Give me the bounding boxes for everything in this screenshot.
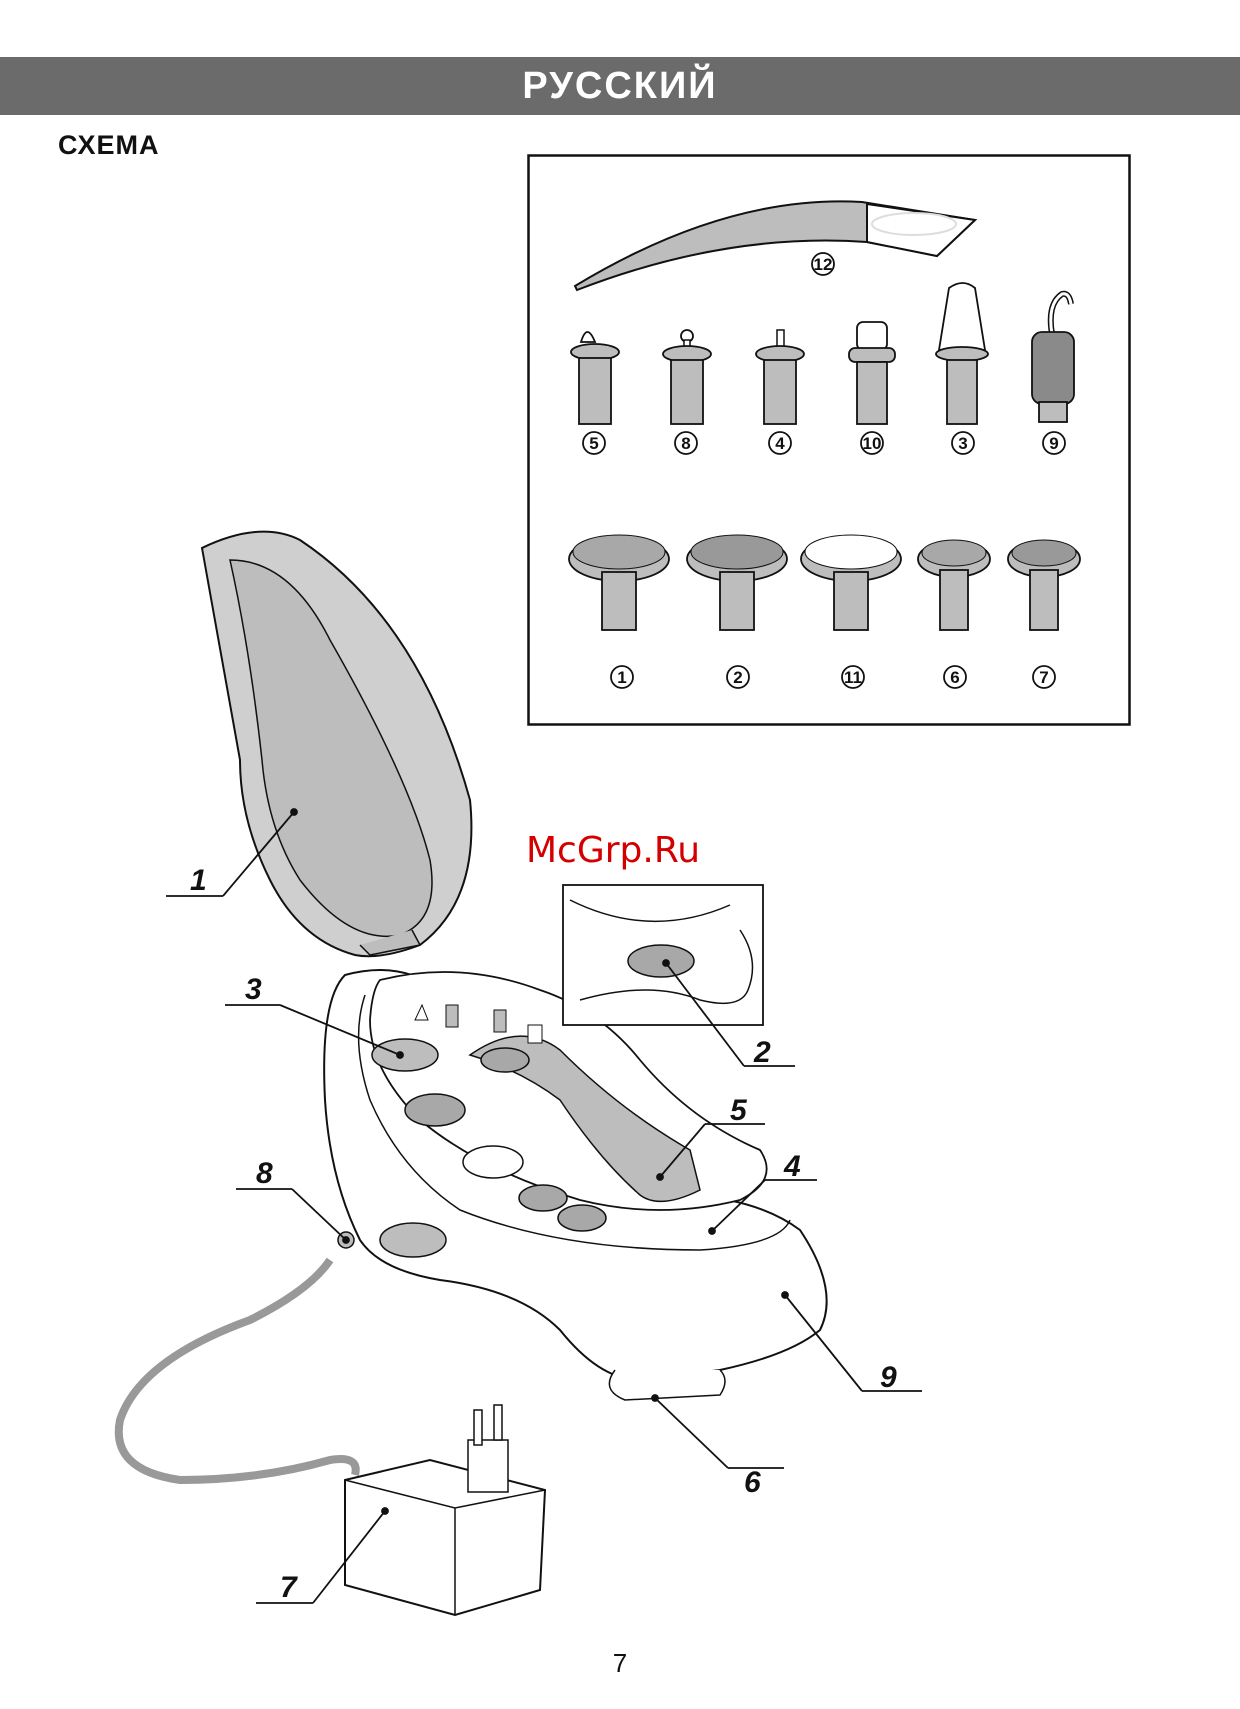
- callout-4: 4: [783, 1150, 801, 1183]
- callout-7: 7: [280, 1571, 298, 1604]
- attachment-label-12: 12: [814, 255, 833, 274]
- attachment-label-8: 8: [681, 434, 690, 453]
- power-adapter: [345, 1405, 545, 1615]
- switch-detail-inset: [563, 885, 763, 1025]
- attachment-label-10: 10: [863, 434, 882, 453]
- callout-8: 8: [256, 1157, 273, 1190]
- device-illustration: 1 3 8 7 6 9 2 5 4: [0, 520, 1240, 1620]
- callout-2: 2: [753, 1036, 771, 1069]
- header-title: РУССКИЙ: [522, 65, 717, 108]
- attachment-label-5: 5: [589, 434, 598, 453]
- device-base: [324, 970, 827, 1400]
- attachment-label-3: 3: [958, 434, 967, 453]
- device-lid: [202, 532, 471, 957]
- attachment-label-9: 9: [1049, 434, 1058, 453]
- callout-5: 5: [730, 1094, 748, 1127]
- callout-9: 9: [880, 1361, 897, 1394]
- power-cord: [119, 1260, 356, 1480]
- callout-1: 1: [190, 864, 207, 897]
- header-bar: РУССКИЙ: [0, 57, 1240, 115]
- callout-6: 6: [744, 1466, 761, 1499]
- section-title: СХЕМА: [58, 130, 159, 161]
- page-number: 7: [0, 1648, 1240, 1679]
- attachment-label-4: 4: [775, 434, 785, 453]
- callout-3: 3: [245, 973, 262, 1006]
